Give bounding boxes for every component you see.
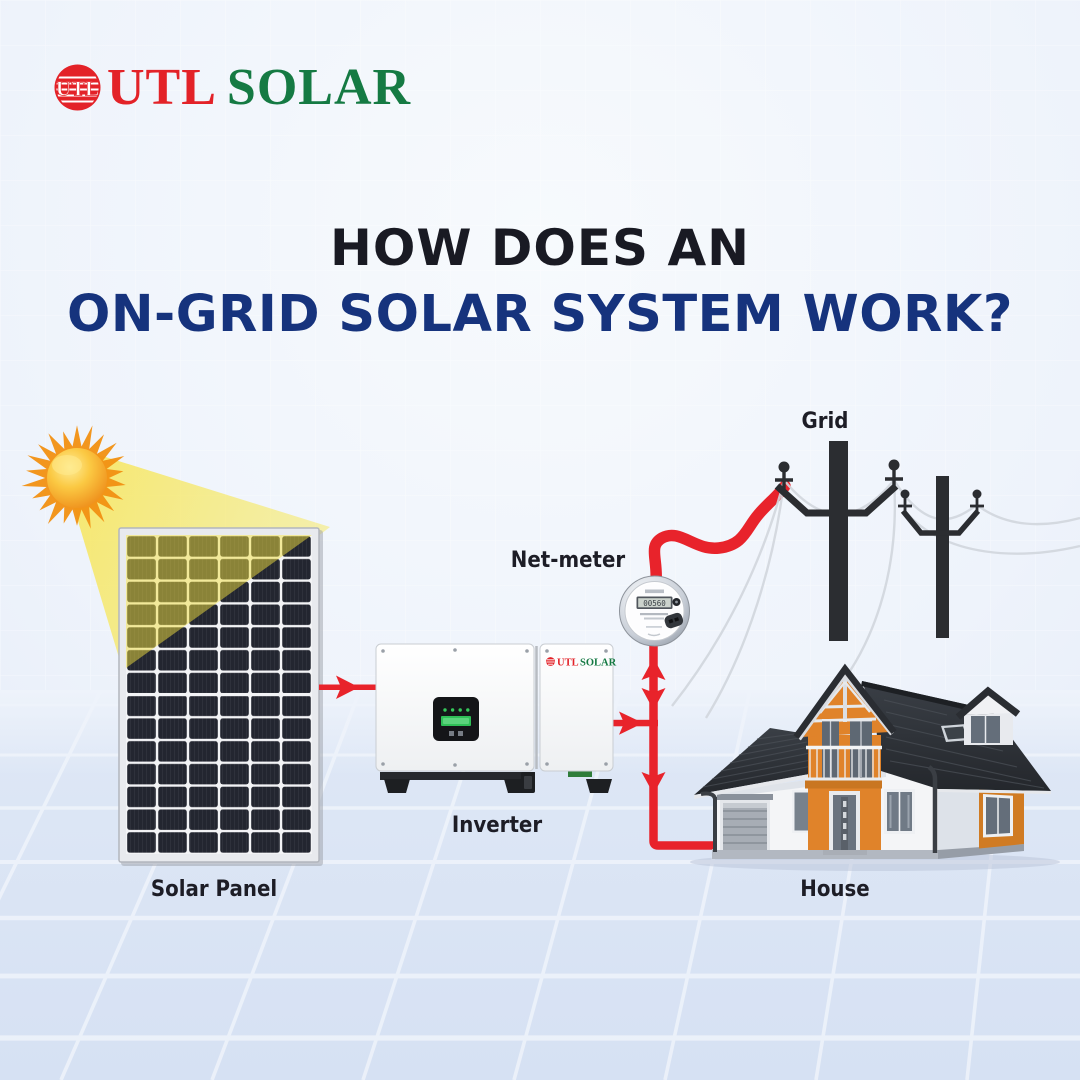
insulators — [775, 459, 984, 514]
title-line-2: ON-GRID SOLAR SYSTEM WORK? — [67, 285, 1013, 344]
roof-skylight — [941, 724, 971, 742]
inverter-brand-logo: UTL SOLAR — [546, 657, 617, 669]
inverter-graphic: UTL SOLAR — [375, 643, 617, 793]
label-net-meter: Net-meter — [510, 548, 626, 573]
wire-panel-to-inverter — [319, 675, 376, 699]
inverter-display — [433, 697, 479, 741]
balcony-railing — [806, 745, 882, 778]
inverter-screws — [381, 648, 608, 767]
meter-lcd: 00560 — [636, 596, 673, 609]
inverter-brand-solar: SOLAR — [580, 658, 617, 669]
brand-name-solar: SOLAR — [226, 58, 412, 116]
utility-pole-2 — [936, 476, 949, 638]
grid-poles-graphic — [671, 441, 1080, 719]
sunlit-area — [126, 535, 312, 668]
utility-pole-1 — [829, 441, 848, 641]
dormer — [955, 686, 1021, 745]
brand-name-utl: UTL — [107, 58, 217, 116]
solar-panel-graphic — [118, 527, 323, 866]
meter-socket — [664, 612, 684, 629]
wire-meter-to-grid — [648, 480, 791, 589]
flow-arrow-up — [641, 658, 666, 680]
label-inverter: Inverter — [451, 813, 543, 838]
label-house: House — [800, 877, 870, 902]
inverter-brand-utl: UTL — [557, 658, 579, 669]
title-line-1: HOW DOES AN — [329, 219, 751, 277]
label-solar-panel: Solar Panel — [150, 877, 278, 902]
label-grid: Grid — [801, 409, 849, 434]
roof-left-slope — [694, 728, 815, 799]
front-door — [829, 791, 860, 850]
wire-meter-to-house — [641, 640, 724, 850]
side-window — [983, 794, 1013, 838]
page-title: HOW DOES AN ON-GRID SOLAR SYSTEM WORK? — [0, 223, 1080, 340]
utl-emblem-icon: UTL — [54, 64, 101, 111]
house-graphic — [690, 663, 1060, 871]
flow-arrow-down-1 — [641, 688, 666, 710]
front-window-left — [792, 790, 811, 833]
sun-icon — [21, 425, 126, 529]
flow-arrow-down-2 — [641, 772, 666, 794]
center-tower — [793, 663, 897, 855]
meter-reading: 00560 — [643, 599, 666, 608]
garage — [717, 794, 773, 850]
power-lines — [671, 479, 1080, 719]
wire-inverter-to-junction — [613, 711, 658, 735]
emblem-letters: UTL — [56, 77, 99, 101]
downpipes — [700, 765, 938, 853]
front-window-right — [884, 789, 915, 834]
net-meter-graphic: 00560 — [619, 575, 690, 647]
